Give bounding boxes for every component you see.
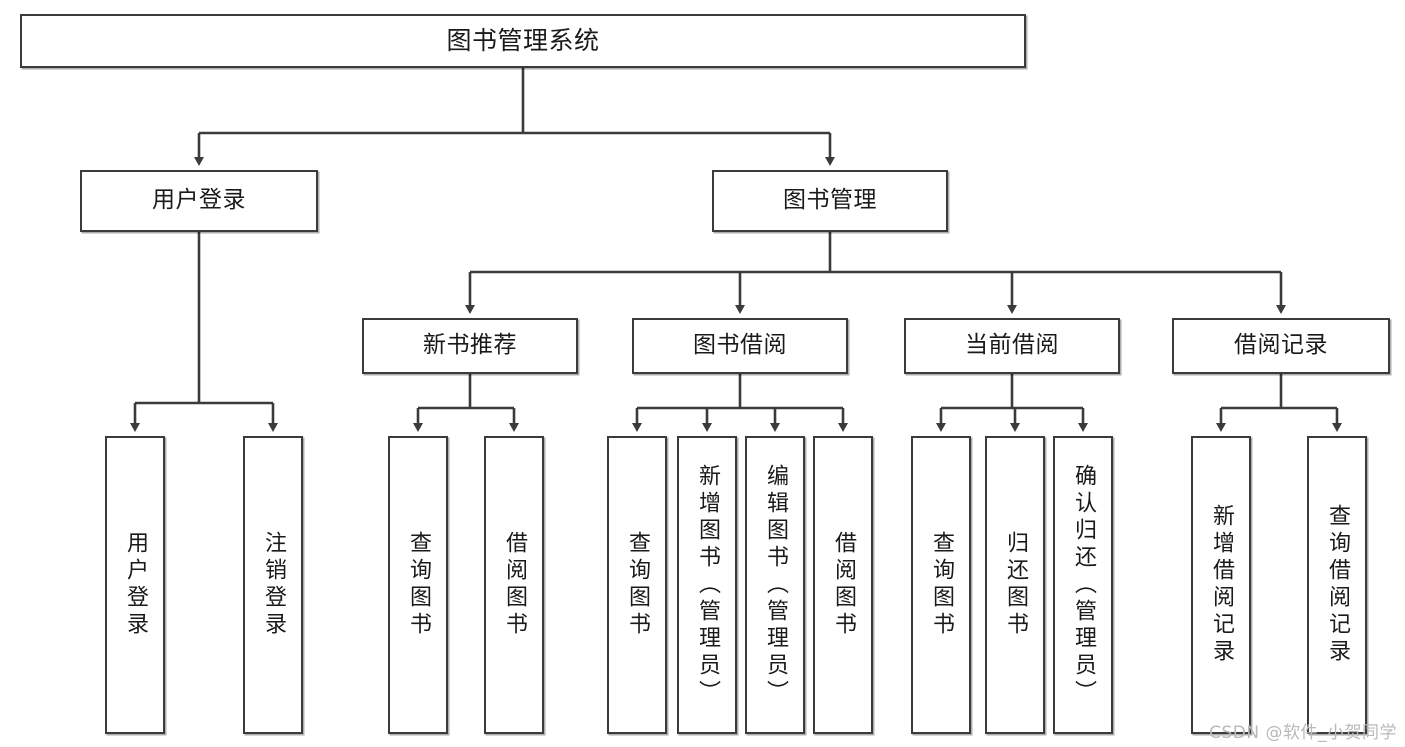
node-leaf-borrow-book-2-label: 借阅图书 [831,531,856,639]
node-current-borrow[interactable]: 当前借阅 [904,318,1120,374]
edge-group-root [194,68,835,166]
node-leaf-query-record[interactable]: 查询借阅记录 [1307,436,1367,734]
edge-group-book-manage [465,232,1286,314]
edge-group-current-borrow [936,374,1088,432]
node-borrow-record[interactable]: 借阅记录 [1172,318,1390,374]
edge-group-borrow-record [1216,374,1342,432]
edge-group-new-book-rec [413,374,519,432]
node-leaf-user-logout-label: 注销登录 [261,531,286,639]
edge-group-book-borrow [632,374,848,432]
node-leaf-query-book-1[interactable]: 查询图书 [388,436,448,734]
node-leaf-edit-book-label: 编辑图书（管理员） [763,463,788,707]
node-book-manage[interactable]: 图书管理 [712,170,948,232]
node-leaf-borrow-book-1[interactable]: 借阅图书 [484,436,544,734]
node-borrow-record-label: 借阅记录 [1234,332,1328,359]
node-book-manage-label: 图书管理 [783,187,877,214]
node-new-book-rec-label: 新书推荐 [423,332,517,359]
node-leaf-query-record-label: 查询借阅记录 [1325,504,1350,666]
node-book-borrow[interactable]: 图书借阅 [632,318,848,374]
node-root[interactable]: 图书管理系统 [20,14,1026,68]
node-leaf-query-book-1-label: 查询图书 [406,531,431,639]
node-leaf-add-record-label: 新增借阅记录 [1209,504,1234,666]
node-leaf-confirm-return-label: 确认归还（管理员） [1071,463,1096,707]
node-leaf-add-book-label: 新增图书（管理员） [695,463,720,707]
node-leaf-edit-book[interactable]: 编辑图书（管理员） [745,436,805,734]
node-user-login[interactable]: 用户登录 [80,170,318,232]
node-leaf-user-login-label: 用户登录 [123,531,148,639]
node-leaf-borrow-book-2[interactable]: 借阅图书 [813,436,873,734]
node-leaf-query-book-3[interactable]: 查询图书 [911,436,971,734]
node-leaf-return-book[interactable]: 归还图书 [985,436,1045,734]
node-leaf-query-book-2[interactable]: 查询图书 [607,436,667,734]
node-leaf-query-book-2-label: 查询图书 [625,531,650,639]
node-leaf-query-book-3-label: 查询图书 [929,531,954,639]
node-current-borrow-label: 当前借阅 [965,332,1059,359]
node-leaf-add-record[interactable]: 新增借阅记录 [1191,436,1251,734]
node-leaf-user-logout[interactable]: 注销登录 [243,436,303,734]
node-book-borrow-label: 图书借阅 [693,332,787,359]
node-leaf-add-book[interactable]: 新增图书（管理员） [677,436,737,734]
node-leaf-confirm-return[interactable]: 确认归还（管理员） [1053,436,1113,734]
node-new-book-rec[interactable]: 新书推荐 [362,318,578,374]
node-leaf-return-book-label: 归还图书 [1003,531,1028,639]
node-leaf-borrow-book-1-label: 借阅图书 [502,531,527,639]
node-user-login-label: 用户登录 [152,187,246,214]
node-root-label: 图书管理系统 [446,26,600,56]
edge-group-user-login [130,232,278,432]
node-leaf-user-login[interactable]: 用户登录 [105,436,165,734]
